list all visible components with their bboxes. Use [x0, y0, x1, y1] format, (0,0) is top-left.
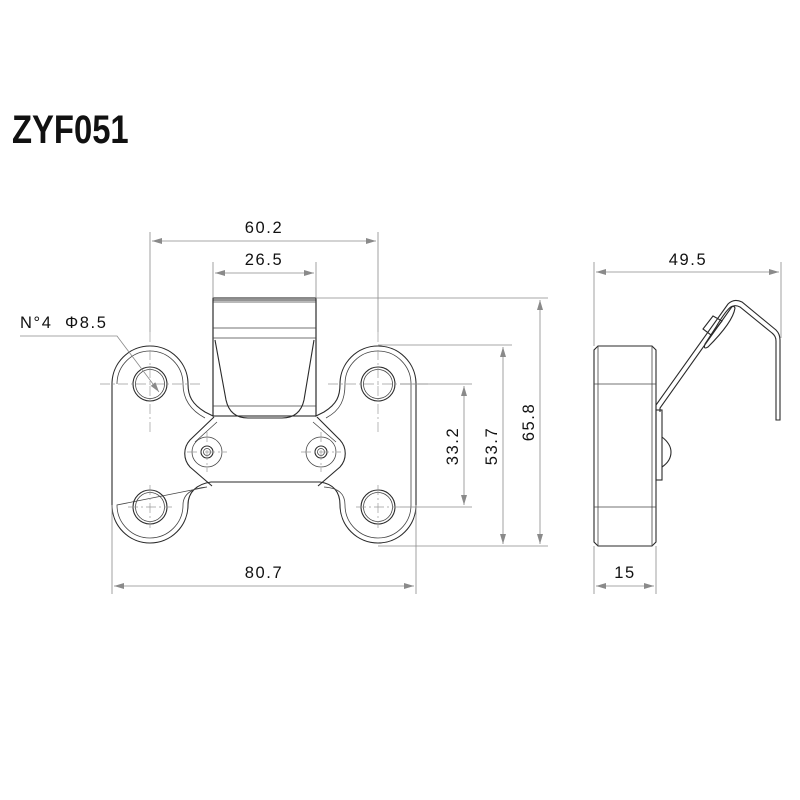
dim-label-53-7: 53.7 [483, 427, 501, 466]
side-body [593, 345, 657, 547]
side-view: 49.5 15 [593, 251, 782, 594]
dim-label-80-7: 80.7 [245, 564, 284, 582]
part-number-title: ZYF051 [12, 108, 129, 152]
dim-label-33-2: 33.2 [444, 427, 462, 466]
front-view: 60.2 26.5 80.7 33.2 53.7 65.8 [20, 219, 548, 594]
center-lines [100, 332, 428, 528]
side-grommet-cap [702, 315, 723, 336]
plate-outline [111, 299, 417, 544]
hole-diameter-label: Φ8.5 [65, 314, 108, 332]
side-clip-wire [655, 299, 781, 421]
clip-tongue [214, 339, 315, 419]
dim-label-49-5: 49.5 [669, 251, 708, 269]
plate-inner-outline [116, 350, 412, 539]
side-grommet [703, 305, 736, 349]
dim-label-26-5: 26.5 [245, 251, 284, 269]
dimension-overall-depth: 49.5 [596, 251, 779, 275]
extension-lines [111, 232, 548, 594]
dimension-plate-height: 53.7 [483, 347, 506, 544]
dim-label-15: 15 [614, 564, 636, 582]
dim-label-60-2: 60.2 [245, 219, 284, 237]
center-tab-inner [194, 421, 337, 443]
hole-count-label: N°4 [20, 314, 53, 332]
dimension-hole-pitch-width: 60.2 [152, 219, 376, 244]
clip-body [212, 297, 317, 417]
side-plate-strip [655, 409, 663, 481]
center-tab-outline [184, 416, 346, 487]
dimension-body-thickness: 15 [596, 564, 654, 589]
hole-callout: N°4 Φ8.5 [20, 314, 160, 393]
side-nut [661, 436, 672, 468]
dimension-hole-pitch-height: 33.2 [444, 386, 467, 505]
dimension-clip-width: 26.5 [215, 251, 314, 276]
dimension-overall-width: 80.7 [114, 564, 414, 589]
dim-label-65-8: 65.8 [520, 403, 538, 442]
dimension-overall-height: 65.8 [520, 300, 543, 544]
